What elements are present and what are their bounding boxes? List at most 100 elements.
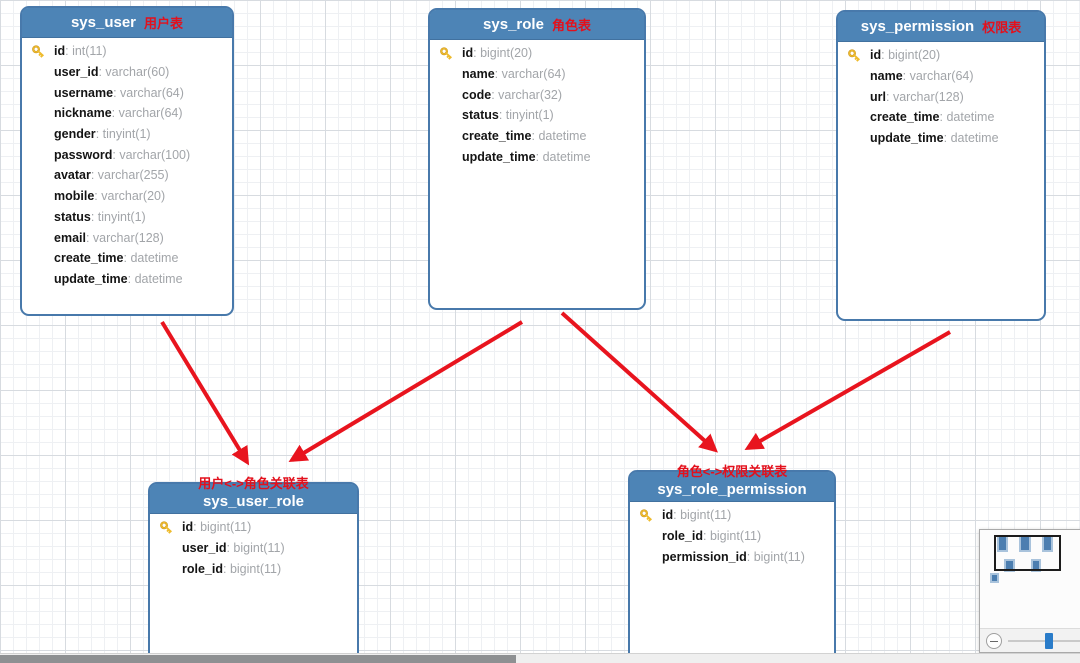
field-type: bigint(11)	[747, 550, 805, 564]
field-row-user_id[interactable]: user_idvarchar(60)	[22, 62, 232, 83]
field-row-code[interactable]: codevarchar(32)	[430, 84, 644, 105]
relationship-arrow-3	[560, 311, 718, 453]
minimap-panel[interactable]	[979, 529, 1080, 653]
field-name: mobile	[54, 189, 95, 204]
field-name: update_time	[54, 271, 128, 286]
field-type: bigint(11)	[673, 508, 731, 522]
field-type: tinyint(1)	[91, 210, 146, 224]
field-list: idbigint(20)namevarchar(64)codevarchar(3…	[430, 40, 644, 167]
relationship-arrow-1	[160, 320, 250, 466]
field-type: varchar(100)	[112, 148, 190, 162]
field-name: name	[870, 69, 903, 84]
field-type: varchar(64)	[112, 106, 183, 120]
field-row-create_time[interactable]: create_timedatetime	[22, 248, 232, 269]
field-name: gender	[54, 127, 96, 142]
table-node-sys_user_role[interactable]: 用户<->角色关联表sys_user_roleidbigint(11)user_…	[148, 477, 359, 663]
field-row-status[interactable]: statustinyint(1)	[430, 105, 644, 126]
field-name: id	[54, 44, 66, 59]
field-row-id[interactable]: idbigint(20)	[838, 45, 1044, 66]
field-row-id[interactable]: idbigint(11)	[150, 517, 357, 538]
table-comment: 用户表	[144, 16, 184, 31]
field-type: tinyint(1)	[499, 108, 554, 122]
field-type: datetime	[128, 272, 183, 286]
primary-key-icon	[440, 47, 453, 60]
field-name: permission_id	[662, 549, 747, 564]
field-name: id	[182, 520, 194, 535]
field-list: idbigint(11)role_idbigint(11)permission_…	[630, 502, 834, 567]
field-type: varchar(60)	[98, 65, 169, 79]
field-name: create_time	[54, 251, 124, 266]
table-node-sys_permission[interactable]: sys_permission权限表idbigint(20)namevarchar…	[836, 10, 1046, 321]
field-name: code	[462, 87, 492, 102]
minimap-viewport[interactable]	[994, 535, 1061, 571]
field-row-user_id[interactable]: user_idbigint(11)	[150, 538, 357, 559]
field-row-status[interactable]: statustinyint(1)	[22, 207, 232, 228]
minimap-table-marker	[990, 573, 999, 583]
field-name: id	[462, 46, 474, 61]
minimap-zoom-bar	[980, 628, 1080, 652]
table-name: sys_user	[70, 14, 137, 31]
field-list: idbigint(20)namevarchar(64)urlvarchar(12…	[838, 42, 1044, 148]
field-name: status	[462, 108, 499, 123]
field-row-create_time[interactable]: create_timedatetime	[838, 107, 1044, 128]
field-row-name[interactable]: namevarchar(64)	[430, 64, 644, 85]
field-row-id[interactable]: idbigint(11)	[630, 505, 834, 526]
field-row-update_time[interactable]: update_timedatetime	[22, 269, 232, 290]
field-type: varchar(128)	[86, 231, 164, 245]
field-row-password[interactable]: passwordvarchar(100)	[22, 144, 232, 165]
field-row-update_time[interactable]: update_timedatetime	[430, 146, 644, 167]
field-name: id	[870, 48, 882, 63]
field-row-username[interactable]: usernamevarchar(64)	[22, 82, 232, 103]
zoom-out-button[interactable]	[986, 633, 1002, 649]
field-name: create_time	[870, 110, 940, 125]
primary-key-icon	[32, 45, 45, 58]
table-node-sys_user[interactable]: sys_user用户表idint(11)user_idvarchar(60)us…	[20, 6, 234, 316]
field-type: bigint(11)	[226, 541, 284, 555]
field-row-update_time[interactable]: update_timedatetime	[838, 128, 1044, 149]
field-row-id[interactable]: idint(11)	[22, 41, 232, 62]
field-type: varchar(64)	[495, 67, 566, 81]
horizontal-scrollbar[interactable]	[0, 653, 1080, 663]
field-row-mobile[interactable]: mobilevarchar(20)	[22, 186, 232, 207]
field-name: create_time	[462, 129, 532, 144]
field-type: tinyint(1)	[96, 127, 151, 141]
table-name: sys_role	[483, 16, 544, 33]
field-row-create_time[interactable]: create_timedatetime	[430, 126, 644, 147]
field-type: bigint(11)	[703, 529, 761, 543]
field-name: username	[54, 85, 114, 100]
field-name: update_time	[870, 131, 944, 146]
field-row-role_id[interactable]: role_idbigint(11)	[150, 558, 357, 579]
field-list: idbigint(11)user_idbigint(11)role_idbigi…	[150, 514, 357, 579]
field-row-name[interactable]: namevarchar(64)	[838, 66, 1044, 87]
field-name: user_id	[54, 65, 99, 80]
field-row-id[interactable]: idbigint(20)	[430, 43, 644, 64]
zoom-slider-handle[interactable]	[1045, 633, 1053, 649]
primary-key-icon	[640, 509, 653, 522]
horizontal-scrollbar-thumb[interactable]	[0, 655, 516, 663]
field-row-email[interactable]: emailvarchar(128)	[22, 227, 232, 248]
field-name: nickname	[54, 106, 112, 121]
table-node-sys_role[interactable]: sys_role角色表idbigint(20)namevarchar(64)co…	[428, 8, 646, 310]
field-name: url	[870, 89, 886, 104]
field-name: role_id	[662, 529, 703, 544]
field-row-nickname[interactable]: nicknamevarchar(64)	[22, 103, 232, 124]
table-header[interactable]: sys_user 用户表	[22, 8, 232, 38]
field-name: name	[462, 67, 495, 82]
field-row-url[interactable]: urlvarchar(128)	[838, 86, 1044, 107]
zoom-slider-track[interactable]	[1008, 640, 1080, 642]
table-name: sys_permission	[860, 18, 975, 35]
field-row-avatar[interactable]: avatarvarchar(255)	[22, 165, 232, 186]
field-row-permission_id[interactable]: permission_idbigint(11)	[630, 546, 834, 567]
field-type: datetime	[124, 251, 178, 265]
field-type: varchar(64)	[903, 69, 974, 83]
primary-key-icon	[160, 521, 173, 534]
field-type: datetime	[944, 131, 999, 145]
field-row-role_id[interactable]: role_idbigint(11)	[630, 526, 834, 547]
field-row-gender[interactable]: gendertinyint(1)	[22, 124, 232, 145]
